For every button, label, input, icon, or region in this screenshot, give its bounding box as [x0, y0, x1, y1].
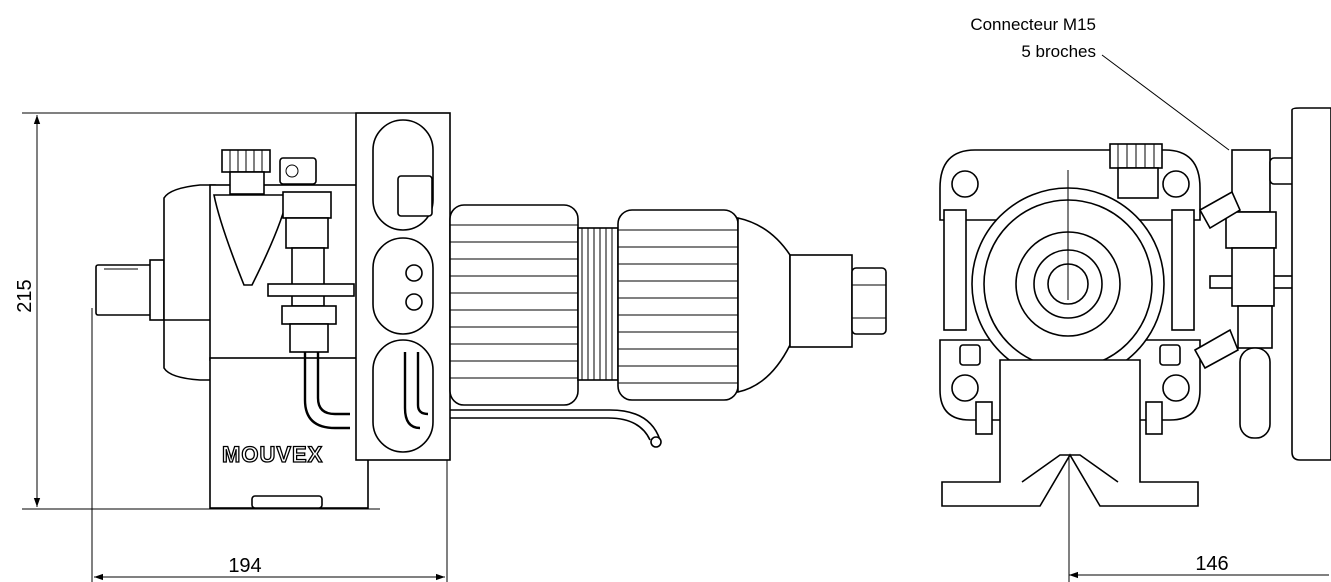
bellows-left: [449, 204, 579, 406]
bellows: [449, 204, 739, 406]
front-hole-bottom-left: [951, 374, 979, 402]
pump-front-view: [939, 107, 1331, 507]
shaft: [95, 264, 153, 316]
connector-callout-line1: Connecteur M15: [970, 15, 1096, 34]
front-hole-top-right: [1162, 170, 1190, 198]
mount-plate: [267, 283, 355, 297]
side-width-dimension: 194: [91, 308, 448, 582]
rear-cap: [737, 217, 791, 393]
rear-nut: [851, 267, 887, 335]
bellows-clamp: [577, 227, 619, 381]
flange-slot-middle: [372, 237, 434, 335]
rear-housing: [789, 254, 853, 348]
pipe-elbow: [303, 352, 350, 430]
connector-leader-line: [1101, 54, 1230, 151]
flange-slot-top: [372, 119, 434, 231]
side-width-dimension-label: 194: [228, 555, 261, 577]
flange-bolt-top: [397, 175, 433, 217]
flange-bolt-mid-1: [405, 264, 423, 282]
connector-callout: Connecteur M15 5 broches: [970, 15, 1230, 151]
connector-m15: [1231, 149, 1271, 213]
brand-logo: MOUVEX: [222, 442, 323, 467]
connector-column: [282, 191, 332, 219]
height-dimension-label: 215: [14, 279, 36, 312]
flange-bolt-mid-2: [405, 293, 423, 311]
front-right-flange-edge: [1291, 107, 1331, 461]
front-hole-bottom-right: [1162, 374, 1190, 402]
connector-callout-line2: 5 broches: [1021, 42, 1096, 61]
base-slot: [251, 495, 323, 509]
front-width-dimension-label: 146: [1195, 553, 1228, 575]
pump-base: [209, 357, 369, 509]
front-hole-top-left: [951, 170, 979, 198]
flange-plate: [355, 112, 451, 461]
pump-body: [163, 184, 216, 381]
drain-tube: [450, 409, 661, 441]
flange-slot-bottom: [372, 339, 434, 453]
front-base-feet: [941, 359, 1199, 507]
pump-side-view: MOUVEX: [95, 112, 887, 509]
shaft-collar: [149, 259, 165, 321]
front-pipe-down: [1239, 347, 1271, 439]
bellows-right: [617, 209, 739, 401]
